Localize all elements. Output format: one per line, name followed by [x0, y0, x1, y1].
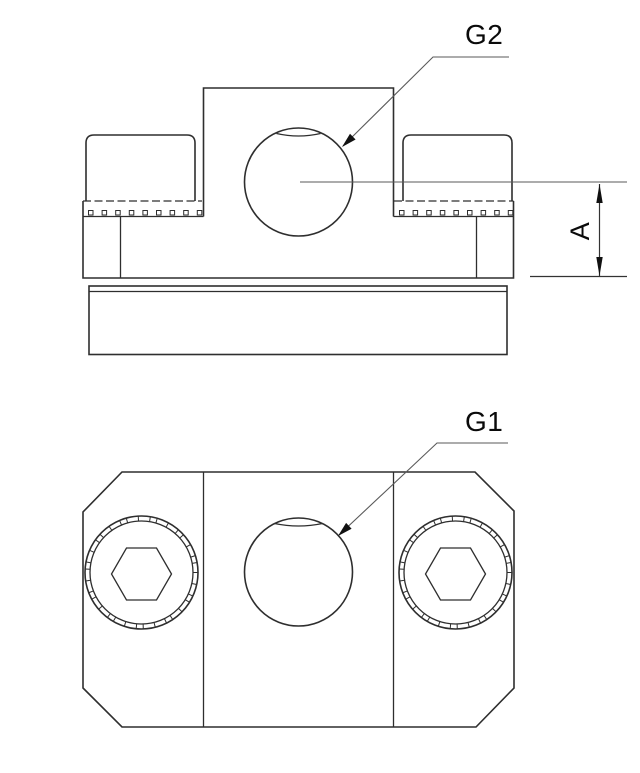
hex-socket-right [424, 547, 487, 601]
tower-block-outline [202, 87, 395, 217]
dim-arrow-down [596, 257, 603, 276]
hole-top-chord [274, 522, 323, 527]
washer-serration-right [399, 210, 514, 216]
washer-strip-right [393, 200, 514, 218]
socket-screw-right [398, 515, 513, 630]
clamp-body [82, 201, 515, 279]
dimension-a-label: A [564, 221, 595, 241]
plate-octagon-outline [82, 471, 515, 728]
g1-leader-arrowhead [338, 522, 352, 536]
knurl-ticks-left [85, 516, 198, 629]
g2-leader [342, 56, 509, 147]
base-plate [88, 285, 508, 356]
g1-leader [338, 442, 508, 536]
knurl-ticks-right [399, 516, 512, 629]
hex-socket-left [110, 547, 173, 601]
plan-view [82, 442, 515, 728]
socket-screw-left [84, 515, 199, 630]
ball-top-chord [276, 132, 321, 137]
g2-leader-arrowhead [342, 133, 356, 147]
hole-g1 [243, 517, 354, 627]
bolt-head-left [85, 134, 196, 201]
washer-serration-left [88, 210, 203, 216]
dim-arrow-up [596, 184, 603, 203]
side-view [82, 56, 627, 356]
washer-strip-left [83, 200, 204, 218]
bolt-head-right [402, 134, 513, 201]
g2-port-label: G2 [465, 19, 504, 50]
dimension-a [530, 184, 627, 278]
g1-port-label: G1 [465, 406, 504, 437]
